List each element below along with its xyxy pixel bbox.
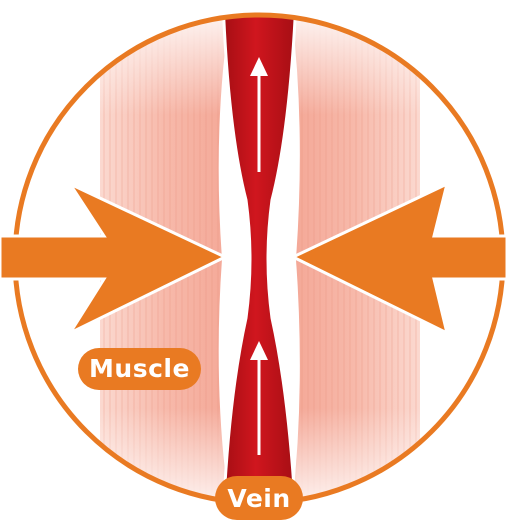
muscle-label-text: Muscle xyxy=(89,354,190,383)
vein-label-text: Vein xyxy=(227,484,290,513)
vein-label: Vein xyxy=(215,476,303,520)
muscle-label: Muscle xyxy=(78,348,201,390)
